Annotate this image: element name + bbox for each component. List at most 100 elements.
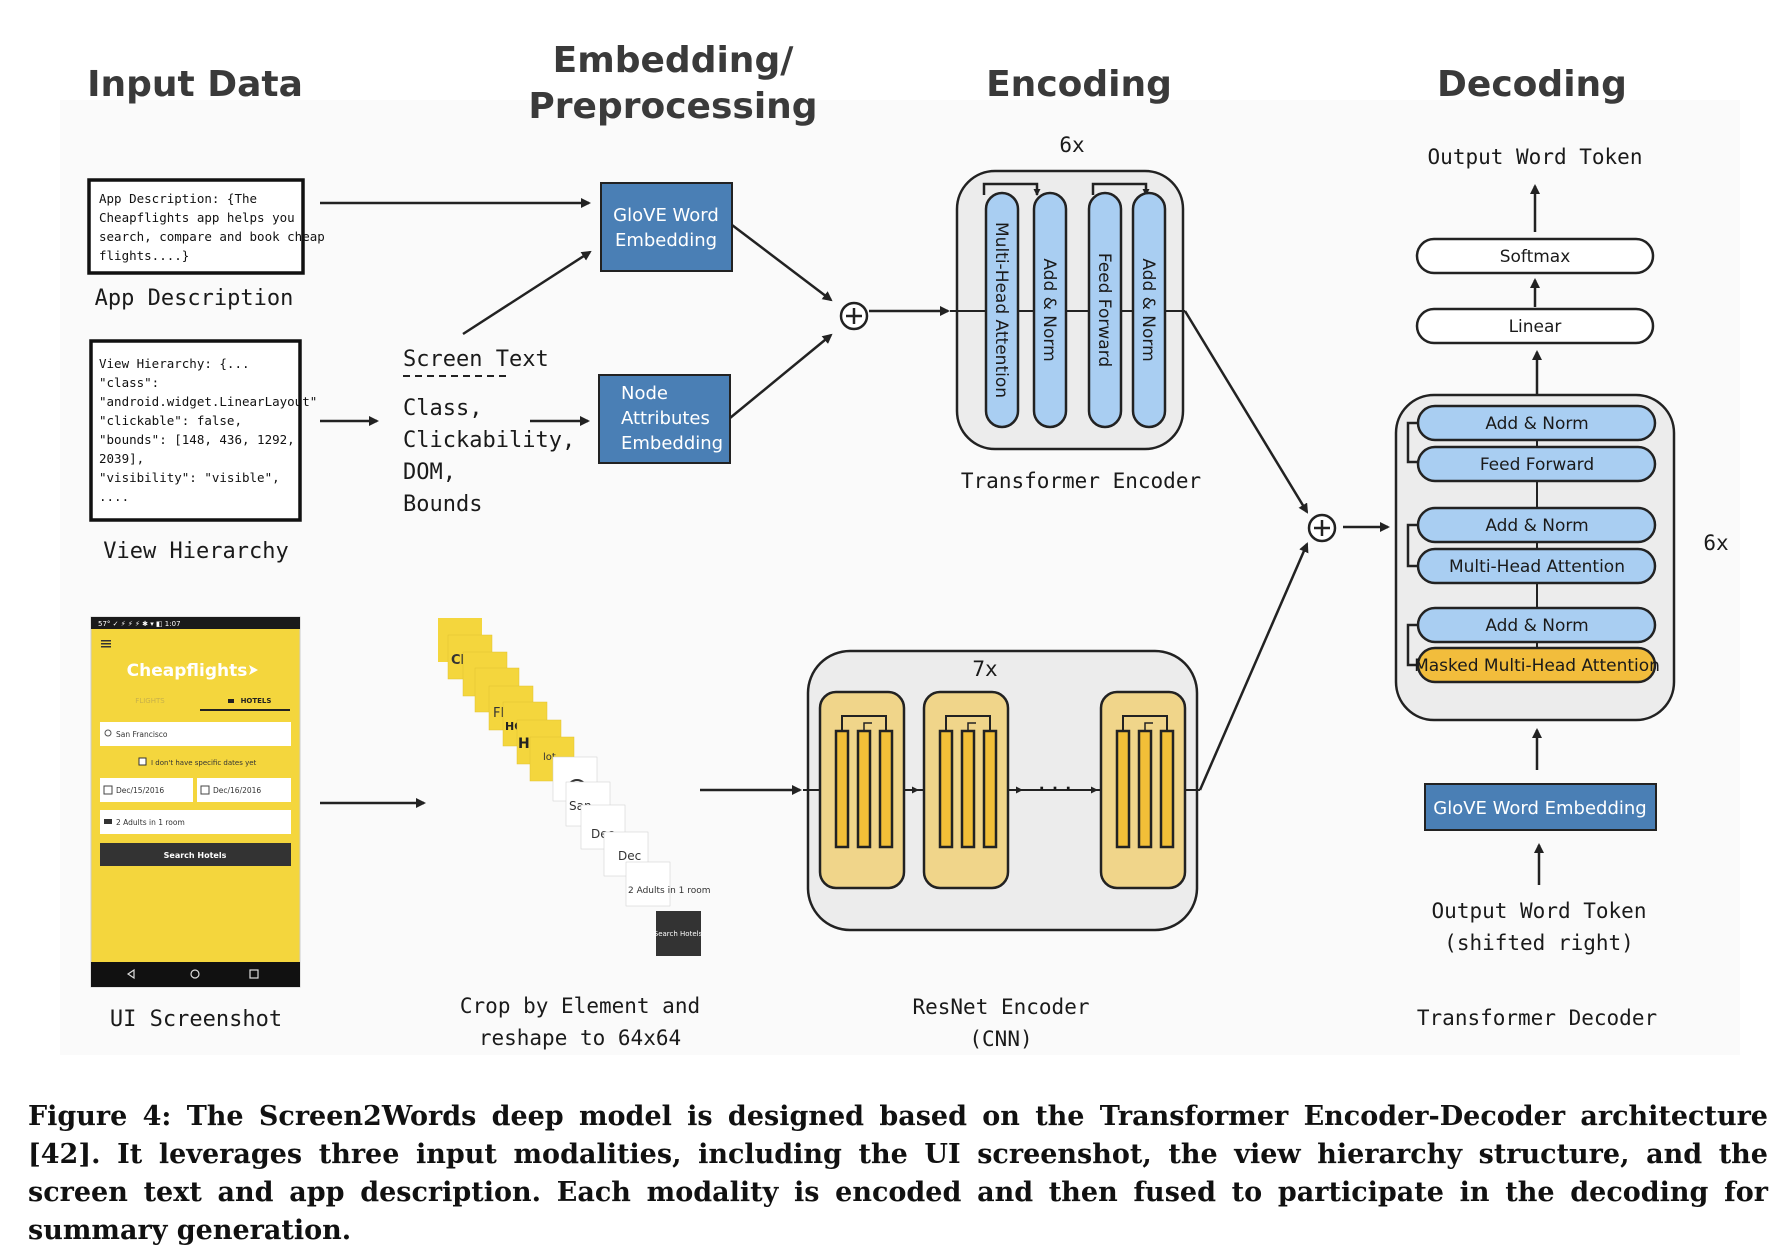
transformer-decoder-label: Transformer Decoder bbox=[1417, 1006, 1657, 1030]
ui-screenshot-phone: 57° ✓ ⚡ ⚡ ⚡ ✱ ▾ ◧ 1:07 Cheapflights FLIG… bbox=[90, 616, 301, 988]
decoder-residual bbox=[1406, 623, 1418, 667]
decoder-multihead-attention-label: Multi-Head Attention bbox=[1449, 557, 1625, 577]
tab-hotels: HOTELS bbox=[241, 697, 272, 705]
resnet-skip-connection bbox=[863, 722, 872, 731]
arrow-resnet-to-fusion bbox=[1198, 542, 1309, 791]
attribute-bounds: Bounds bbox=[403, 492, 482, 517]
menu-icon bbox=[101, 643, 111, 645]
decoder-add-norm bbox=[1416, 404, 1657, 442]
location-value: San Francisco bbox=[116, 730, 168, 739]
search-hotels-button bbox=[100, 843, 291, 866]
decoder-glove-label: GloVE Word Embedding bbox=[1433, 798, 1646, 819]
header-embedding: Embedding/ bbox=[553, 40, 795, 81]
decoder-multihead-attention bbox=[1416, 547, 1657, 585]
view-hierarchy-label: View Hierarchy bbox=[103, 539, 288, 564]
attribute-clickability: Clickability, bbox=[403, 428, 575, 453]
crop-tile bbox=[625, 861, 671, 907]
glove-embedding-label: Embedding bbox=[615, 230, 717, 251]
resnet-conv-layer bbox=[1159, 729, 1175, 849]
shifted-token-label: Output Word Token bbox=[1432, 899, 1647, 923]
status-bar-text: 57° ✓ ⚡ ⚡ ⚡ ✱ ▾ ◧ 1:07 bbox=[98, 620, 181, 628]
checkin-value: Dec/15/2016 bbox=[116, 786, 164, 795]
attribute-class: Class, bbox=[403, 396, 482, 421]
header-decoding: Decoding bbox=[1437, 64, 1627, 105]
decoder-add-norm-label: Add & Norm bbox=[1485, 414, 1588, 434]
decoder-glove-embedding-box bbox=[1424, 783, 1657, 831]
resnet-conv-layer bbox=[856, 729, 872, 849]
linear-label: Linear bbox=[1509, 317, 1562, 337]
checkout-field bbox=[197, 778, 291, 802]
resnet-label: ResNet Encoder bbox=[912, 995, 1089, 1019]
tab-flights: FLIGHTS bbox=[135, 697, 165, 705]
node-attributes-label: Node bbox=[621, 383, 668, 404]
guests-value: 2 Adults in 1 room bbox=[116, 818, 185, 827]
location-field bbox=[100, 722, 291, 746]
checkout-value: Dec/16/2016 bbox=[213, 786, 261, 795]
transformer-encoder-label: Transformer Encoder bbox=[961, 469, 1201, 493]
encoder-repeat-label: 6x bbox=[1059, 133, 1084, 157]
decoder-feed-forward bbox=[1416, 445, 1657, 483]
crop-label: reshape to 64x64 bbox=[479, 1026, 681, 1050]
crop-fragment: Search Hotels bbox=[654, 930, 703, 938]
home-icon bbox=[190, 969, 200, 979]
header-preprocessing: Preprocessing bbox=[528, 86, 817, 127]
crop-fragment: 2 Adults in 1 room bbox=[628, 886, 711, 896]
resnet-conv-layer bbox=[878, 729, 894, 849]
decoder-masked-attention-label: Masked Multi-Head Attention bbox=[1414, 656, 1660, 676]
ui-screenshot-label: UI Screenshot bbox=[110, 1007, 282, 1032]
resnet-repeat-label: 7x bbox=[972, 657, 997, 681]
bed-icon bbox=[104, 819, 112, 824]
encoder-feed-forward bbox=[1087, 191, 1123, 429]
plane-icon bbox=[249, 665, 258, 675]
back-icon bbox=[126, 968, 135, 980]
header-input-data: Input Data bbox=[87, 64, 303, 105]
app-description-line: App Description: {The bbox=[99, 191, 257, 206]
app-description-label: App Description bbox=[95, 286, 294, 311]
arrow-node-to-sum bbox=[729, 333, 833, 419]
nav-bar bbox=[91, 962, 300, 987]
encoder-add-norm-label: Add & Norm bbox=[1138, 258, 1158, 361]
view-hierarchy-line: "class": bbox=[99, 375, 159, 390]
crop-fragment: lot bbox=[543, 752, 556, 763]
recents-icon bbox=[249, 969, 259, 979]
encoder-residual bbox=[982, 182, 1041, 196]
shifted-token-label: (shifted right) bbox=[1444, 931, 1634, 955]
softmax-label: Softmax bbox=[1500, 247, 1571, 267]
crop-label: Crop by Element and bbox=[460, 994, 700, 1018]
view-hierarchy-line: 2039], bbox=[99, 451, 144, 466]
arrow-encoder-to-fusion bbox=[1183, 310, 1309, 514]
encoder-add-norm-label: Add & Norm bbox=[1039, 258, 1059, 361]
menu-icon bbox=[101, 640, 111, 642]
crop-tile bbox=[656, 911, 701, 956]
figure-caption: Figure 4: The Screen2Words deep model is… bbox=[28, 1101, 1768, 1246]
header-encoding: Encoding bbox=[986, 64, 1172, 105]
resnet-skip-connection bbox=[1122, 715, 1168, 731]
app-description-line: flights....} bbox=[99, 248, 189, 263]
app-description-line: search, compare and book cheap bbox=[99, 229, 325, 244]
architecture-diagram: Input Data Embedding/ Preprocessing Enco… bbox=[87, 40, 1729, 1051]
search-hotels-label: Search Hotels bbox=[164, 851, 227, 860]
screen-text-label: Screen Text bbox=[403, 347, 549, 372]
resnet-skip-connection bbox=[841, 715, 887, 731]
resnet-conv-layer bbox=[938, 729, 954, 849]
glove-embedding-box bbox=[600, 182, 733, 272]
resnet-conv-layer bbox=[1137, 729, 1153, 849]
linear-box bbox=[1415, 307, 1655, 345]
decoder-residual bbox=[1406, 523, 1418, 568]
resnet-skip-connection bbox=[945, 715, 991, 731]
resnet-skip-connection bbox=[967, 722, 976, 731]
decoder-add-norm-label: Add & Norm bbox=[1485, 516, 1588, 536]
output-token-label: Output Word Token bbox=[1428, 145, 1643, 169]
status-bar bbox=[91, 617, 300, 629]
arrow-screentext-to-glove bbox=[462, 250, 592, 336]
view-hierarchy-line: "android.widget.LinearLayout" bbox=[99, 394, 317, 409]
decoder-add-norm bbox=[1416, 506, 1657, 544]
resnet-conv-layer bbox=[1115, 729, 1131, 849]
view-hierarchy-line: "clickable": false, bbox=[99, 413, 242, 428]
location-pin-icon bbox=[104, 729, 112, 737]
resnet-skip-connection bbox=[1144, 722, 1153, 731]
decoder-feed-forward-label: Feed Forward bbox=[1480, 455, 1594, 475]
brand-logo: Cheapflights bbox=[127, 661, 248, 681]
view-hierarchy-line: "bounds": [148, 436, 1292, bbox=[99, 432, 295, 447]
crop-fragment: Dec bbox=[618, 849, 641, 863]
